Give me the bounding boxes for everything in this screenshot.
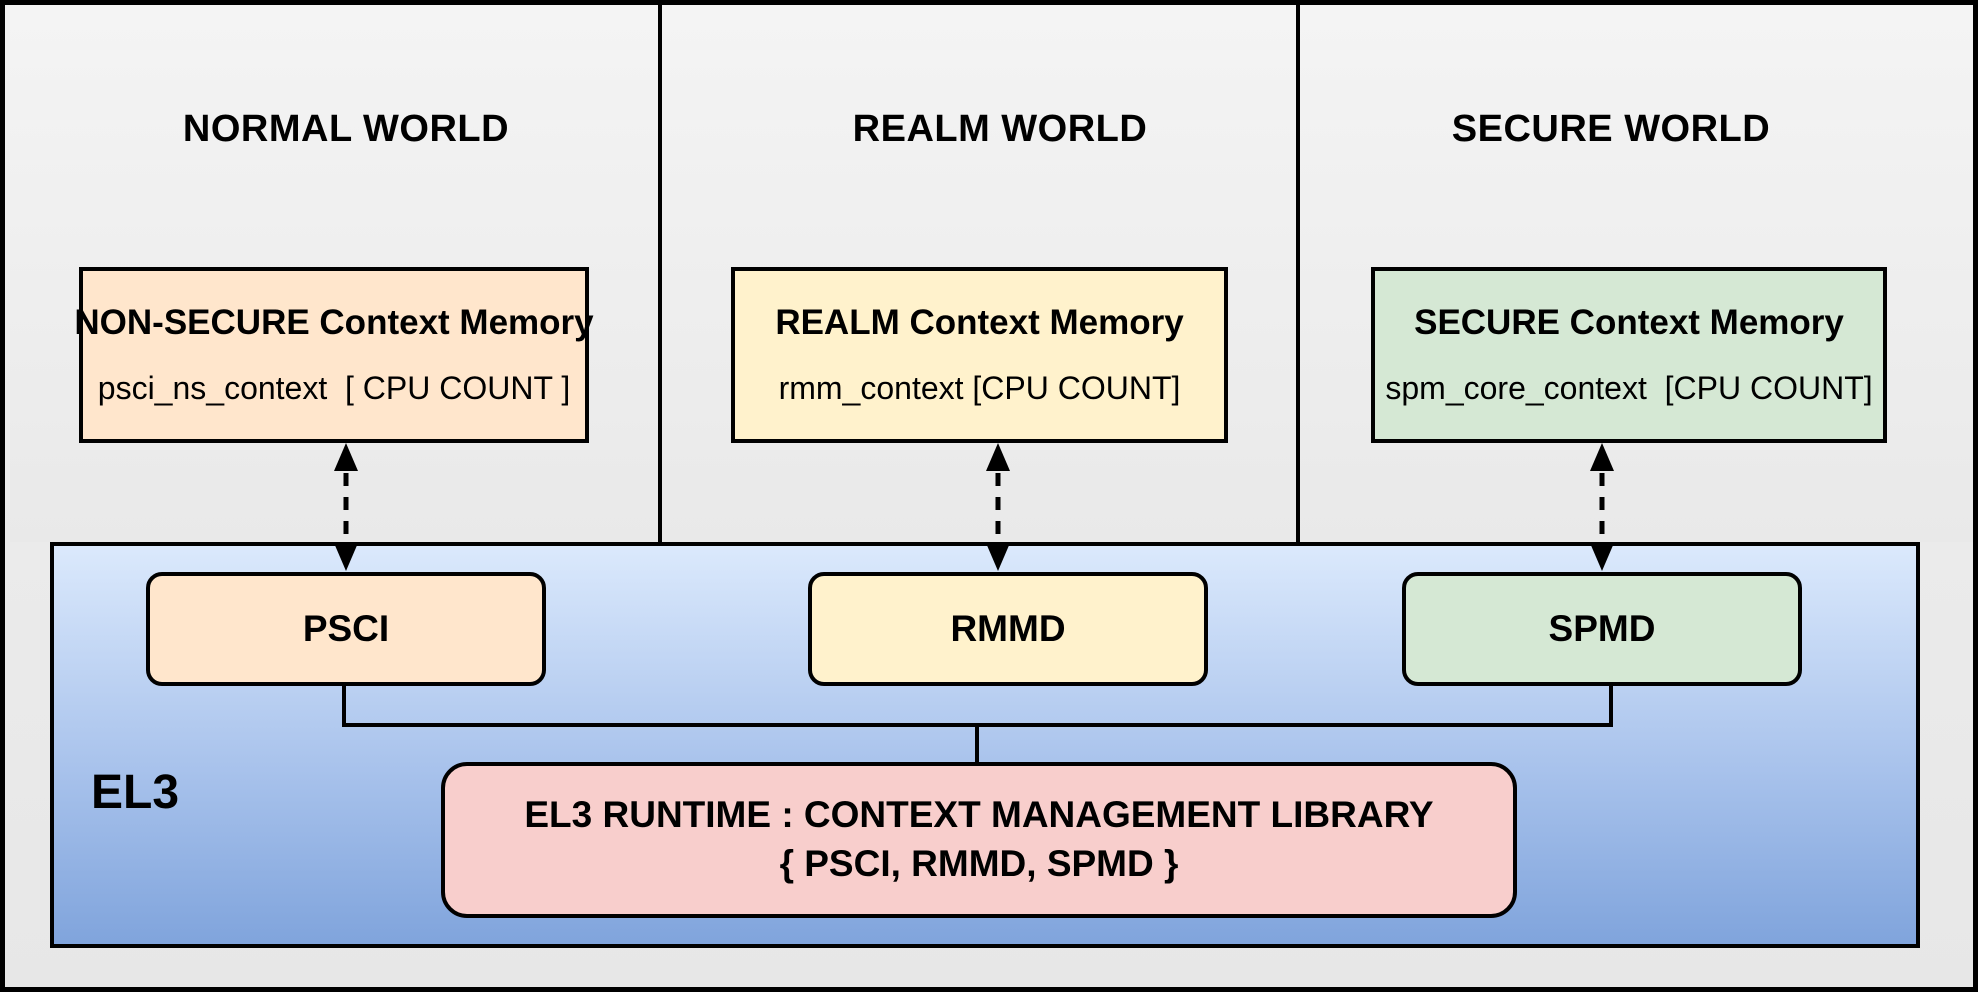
arrowhead-down-icon [334, 543, 358, 571]
el3-runtime-line2: { PSCI, RMMD, SPMD } [779, 843, 1179, 884]
realm-context-memory-title: REALM Context Memory [775, 303, 1184, 343]
dashed-arrow-shaft [995, 449, 1001, 565]
dashed-arrow-shaft [1599, 449, 1605, 565]
realm-world-title: REALM WORLD [852, 108, 1148, 150]
non-secure-context-memory-subtitle: psci_ns_context [ CPU COUNT ] [97, 369, 571, 406]
dashed-arrow-shaft [343, 449, 349, 565]
arrowhead-down-icon [986, 543, 1010, 571]
non-secure-context-memory-box: NON-SECURE Context Memory psci_ns_contex… [74, 267, 594, 443]
secure-context-memory-box: SECURE Context Memory spm_core_context [… [1371, 267, 1887, 443]
rmmd-box: RMMD [808, 572, 1208, 686]
normal-world-title: NORMAL WORLD [182, 108, 510, 150]
secure-context-memory-title: SECURE Context Memory [1414, 303, 1844, 343]
spmd-box: SPMD [1402, 572, 1802, 686]
connector-spmd-drop [1609, 686, 1613, 727]
el3-runtime-box: EL3 RUNTIME : CONTEXT MANAGEMENT LIBRARY… [441, 762, 1517, 918]
el3-runtime-line1: EL3 RUNTIME : CONTEXT MANAGEMENT LIBRARY [524, 794, 1434, 836]
psci-box: PSCI [146, 572, 546, 686]
secure-memory-spmd-arrow-icon [1589, 443, 1615, 571]
panel-divider-realm-secure [1296, 5, 1300, 542]
connector-psci-drop [342, 686, 346, 727]
el3-label: EL3 [91, 766, 180, 819]
panel-divider-normal-realm [658, 5, 662, 542]
arrowhead-down-icon [1590, 543, 1614, 571]
secure-context-memory-subtitle: spm_core_context [CPU COUNT] [1385, 369, 1873, 406]
realm-context-memory-box: REALM Context Memory rmm_context [CPU CO… [731, 267, 1228, 443]
realm-memory-rmmd-arrow-icon [985, 443, 1011, 571]
realm-context-memory-subtitle: rmm_context [CPU COUNT] [778, 369, 1181, 406]
normal-memory-psci-arrow-icon [333, 443, 359, 571]
secure-world-title: SECURE WORLD [1451, 108, 1771, 150]
connector-runtime-drop [975, 723, 979, 766]
non-secure-context-memory-title: NON-SECURE Context Memory [74, 303, 594, 343]
